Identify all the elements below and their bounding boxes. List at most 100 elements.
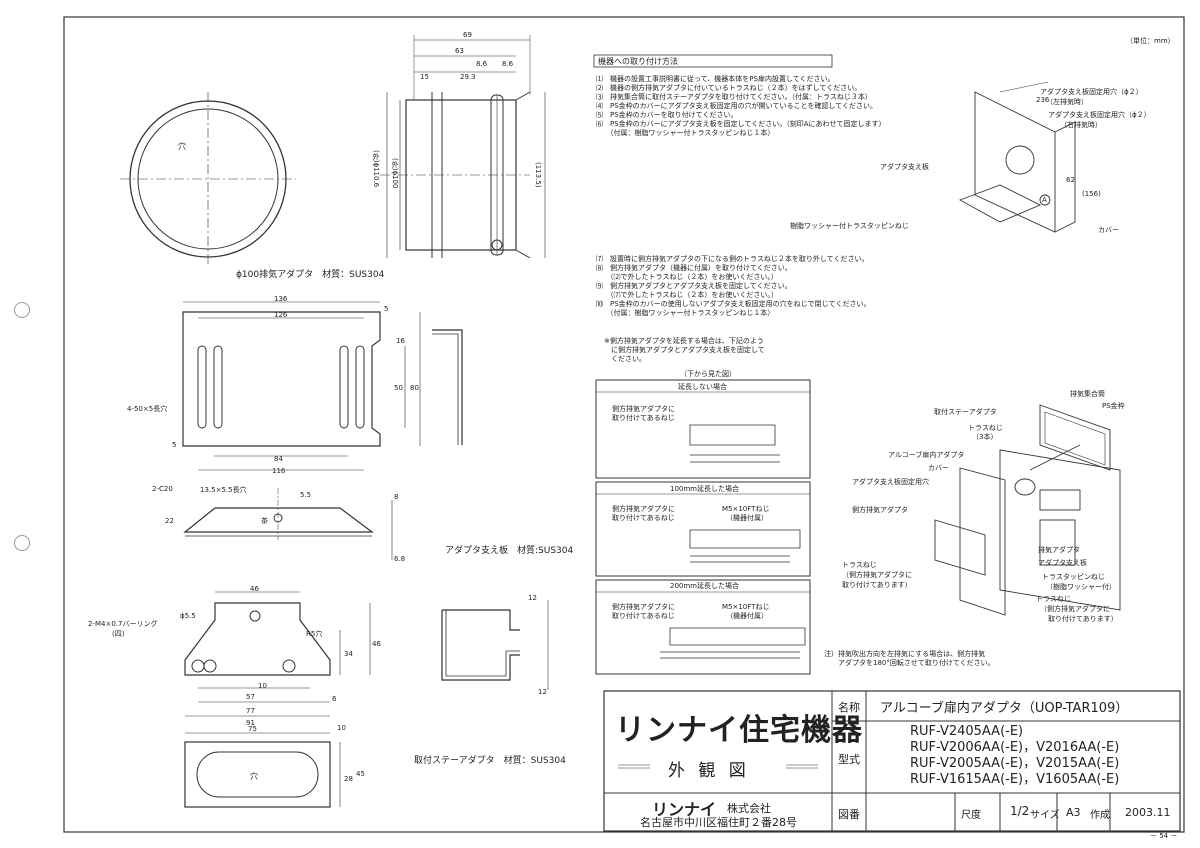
panel-title: 100mm延長した場合	[670, 485, 739, 493]
company-suffix: 株式会社	[727, 802, 771, 815]
extension-note-line: ※側方排気アダプタを延長する場合は、下記のよう	[604, 337, 764, 345]
adapter-hole-label: 穴	[178, 142, 186, 151]
iso-label: 樹脂ワッシャー付トラスタッピンねじ	[790, 222, 909, 230]
plate-dim: 8	[394, 493, 399, 501]
name-value: アルコーブ扉内アダプタ（UOP-TAR109）	[880, 701, 1129, 716]
name-label: 名称	[838, 701, 860, 714]
instructions-title: 機器への取り付け方法	[598, 57, 678, 66]
iso-label: 排気アダプタ	[1038, 546, 1080, 554]
instruction-step: ⑷ PS金枠のカバーにアダプタ支え板固定用の穴が開いていることを確認してください…	[596, 102, 878, 110]
size-value: A3	[1066, 806, 1081, 819]
instruction-step: ⑵ 機器の側方排気アダプタに付いているトラスねじ（２本）をはずしてください。	[596, 84, 862, 92]
model-item: RUF-V2005AA(-E)，V2015AA(-E)	[910, 756, 1120, 771]
panel-label: 側方排気アダプタに	[612, 405, 675, 413]
support-plate-side-view	[183, 488, 393, 560]
iso-label: トラスねじ	[968, 424, 1003, 432]
drawing-type: 外 観 図	[668, 761, 750, 781]
date-label: 作成	[1090, 810, 1110, 821]
model-label: 型式	[838, 753, 860, 766]
panel-label: 側方排気アダプタに	[612, 505, 675, 513]
date-value: 2003.11	[1125, 806, 1171, 819]
title-block-lines	[603, 690, 1181, 832]
panel-label: M5×10FTねじ	[722, 505, 770, 513]
iso-label: アダプタ支え板	[880, 163, 929, 171]
instructions-steps-a: ⑴ 機器の設置工事説明書に従って、機器本体をPS扉内設置してください。 ⑵ 機器…	[596, 75, 886, 138]
stay-dim: 10	[337, 724, 346, 732]
instruction-step: ⑺ 設置時に側方排気アダプタの下になる側のトラスねじ２本を取り外してください。	[596, 255, 869, 263]
model-list: RUF-V2405AA(-E) RUF-V2006AA(-E)，V2016AA(…	[910, 724, 1119, 788]
instruction-step: （付属：樹脂ワッシャー付トラスタッピンねじ１本）	[596, 129, 775, 137]
stay-caption: 取付ステーアダプタ 材質：SUS304	[414, 756, 566, 766]
stay-dim: 12	[528, 594, 537, 602]
size-label: サイズ	[1030, 810, 1060, 821]
iso-label: （側方排気アダプタに	[842, 571, 912, 579]
company-logo: リンナイ	[652, 800, 717, 819]
plate-dim: 5	[384, 305, 389, 313]
bottom-note-line: アダプタを180°回転させて取り付けてください。	[824, 659, 995, 667]
adapter-dim: 63	[455, 47, 464, 55]
plate-dim: 22	[165, 517, 174, 525]
binder-hole-top	[14, 302, 30, 318]
plate-dim: 5	[172, 441, 177, 449]
plate-dim: 84	[274, 455, 283, 463]
adapter-dim: 69	[463, 31, 472, 39]
stay-dim: 6	[332, 695, 337, 703]
instructions-steps-b: ⑺ 設置時に側方排気アダプタの下になる側のトラスねじ２本を取り外してください。 …	[596, 255, 870, 318]
panel-sketches	[660, 424, 806, 659]
extension-note: ※側方排気アダプタを延長する場合は、下記のよう に側方排気アダプタとアダプタ支え…	[604, 337, 765, 364]
instruction-step: ⑸ PS金枠のカバーを取り付けてください。	[596, 111, 738, 119]
iso-label: （右排気時）	[1060, 121, 1102, 129]
panel-200mm	[595, 579, 811, 675]
adapter-front-view	[120, 92, 296, 266]
model-item: RUF-V1615AA(-E)，V1605AA(-E)	[910, 772, 1120, 787]
iso-label: アダプタ支え板固定用穴	[852, 478, 929, 486]
plate-chamfer: 2-C20	[152, 485, 173, 493]
sheet-border	[63, 16, 1185, 833]
plate-dim: 16	[396, 337, 405, 345]
instruction-step: ⑻ 側方排気アダプタ（機器に付属）を取り付けてください。	[596, 264, 792, 272]
adapter-dim: 15	[420, 73, 429, 81]
plate-dim: 116	[272, 467, 286, 475]
stay-burring-note: 2-M4×0.7バーリング	[88, 620, 158, 628]
bottom-note: 注）排気吹出方向を左排気にする場合は、側方排気 アダプタを180°回転させて取り…	[824, 650, 995, 668]
stay-adapter-bottom-view	[184, 732, 341, 808]
instruction-step: （⑵で外したトラスねじ（２本）をお使いください。）	[596, 273, 778, 281]
panel-label: （機器付属）	[726, 612, 768, 620]
iso-label: カバー	[928, 464, 949, 472]
panel-100mm	[595, 481, 811, 577]
instruction-step: ⑽ PS金枠のカバーの使用しないアダプタ支え板固定用の穴をねじで閉じてください。	[596, 300, 871, 308]
iso-label: A	[1042, 196, 1047, 204]
plate-dim: 6.8	[394, 555, 406, 563]
plate-dim: 50	[394, 384, 403, 392]
instruction-step: ⑶ 排気集合筒に取付ステーアダプタを取り付けてください。（付属：トラスねじ３本）	[596, 93, 872, 101]
extension-note-line: ください。	[604, 355, 646, 363]
adapter-dim: (外)ϕ110.6	[372, 150, 380, 188]
stay-adapter-side-profile	[441, 600, 549, 690]
iso-label: アダプタ支え板固定用穴（ϕ２）	[1040, 88, 1143, 96]
iso-label: トラスねじ	[1036, 595, 1071, 603]
adapter-dim: (外)ϕ100	[391, 158, 399, 189]
iso-label: （3本）	[972, 433, 998, 441]
stay-dim: 12	[538, 688, 547, 696]
plate-dim: 80	[410, 384, 419, 392]
iso-label: （側方排気アダプタに	[1040, 605, 1110, 613]
panel-label: M5×10FTねじ	[722, 603, 770, 611]
panel-label: 取り付けてあるねじ	[612, 612, 675, 620]
scale-label: 尺度	[961, 810, 981, 821]
stay-dim: R5穴	[306, 630, 323, 638]
plate-mark: 茶	[261, 517, 268, 525]
stay-burring-note-sub: (四)	[112, 630, 125, 638]
instruction-step: （⑺で外したトラスねじ（２本）をお使いください。）	[596, 291, 778, 299]
scale-value: 1/2	[1010, 804, 1030, 818]
iso-label: 側方排気アダプタ	[852, 506, 908, 514]
instruction-step: （付属：樹脂ワッシャー付トラスタッピンねじ１本）	[596, 309, 775, 317]
adapter-dim: 29.3	[460, 73, 476, 81]
plate-slot-note: 4-50×5長穴	[127, 405, 168, 413]
iso-label: PS金枠	[1102, 402, 1125, 410]
iso-label: トラスねじ	[842, 561, 877, 569]
panel-no-extension	[595, 379, 811, 479]
extension-note-line: に側方排気アダプタとアダプタ支え板を固定して	[604, 346, 765, 354]
plate-slot-note: 13.5×5.5長穴	[200, 486, 247, 494]
panel-title: 延長しない場合	[678, 383, 727, 391]
